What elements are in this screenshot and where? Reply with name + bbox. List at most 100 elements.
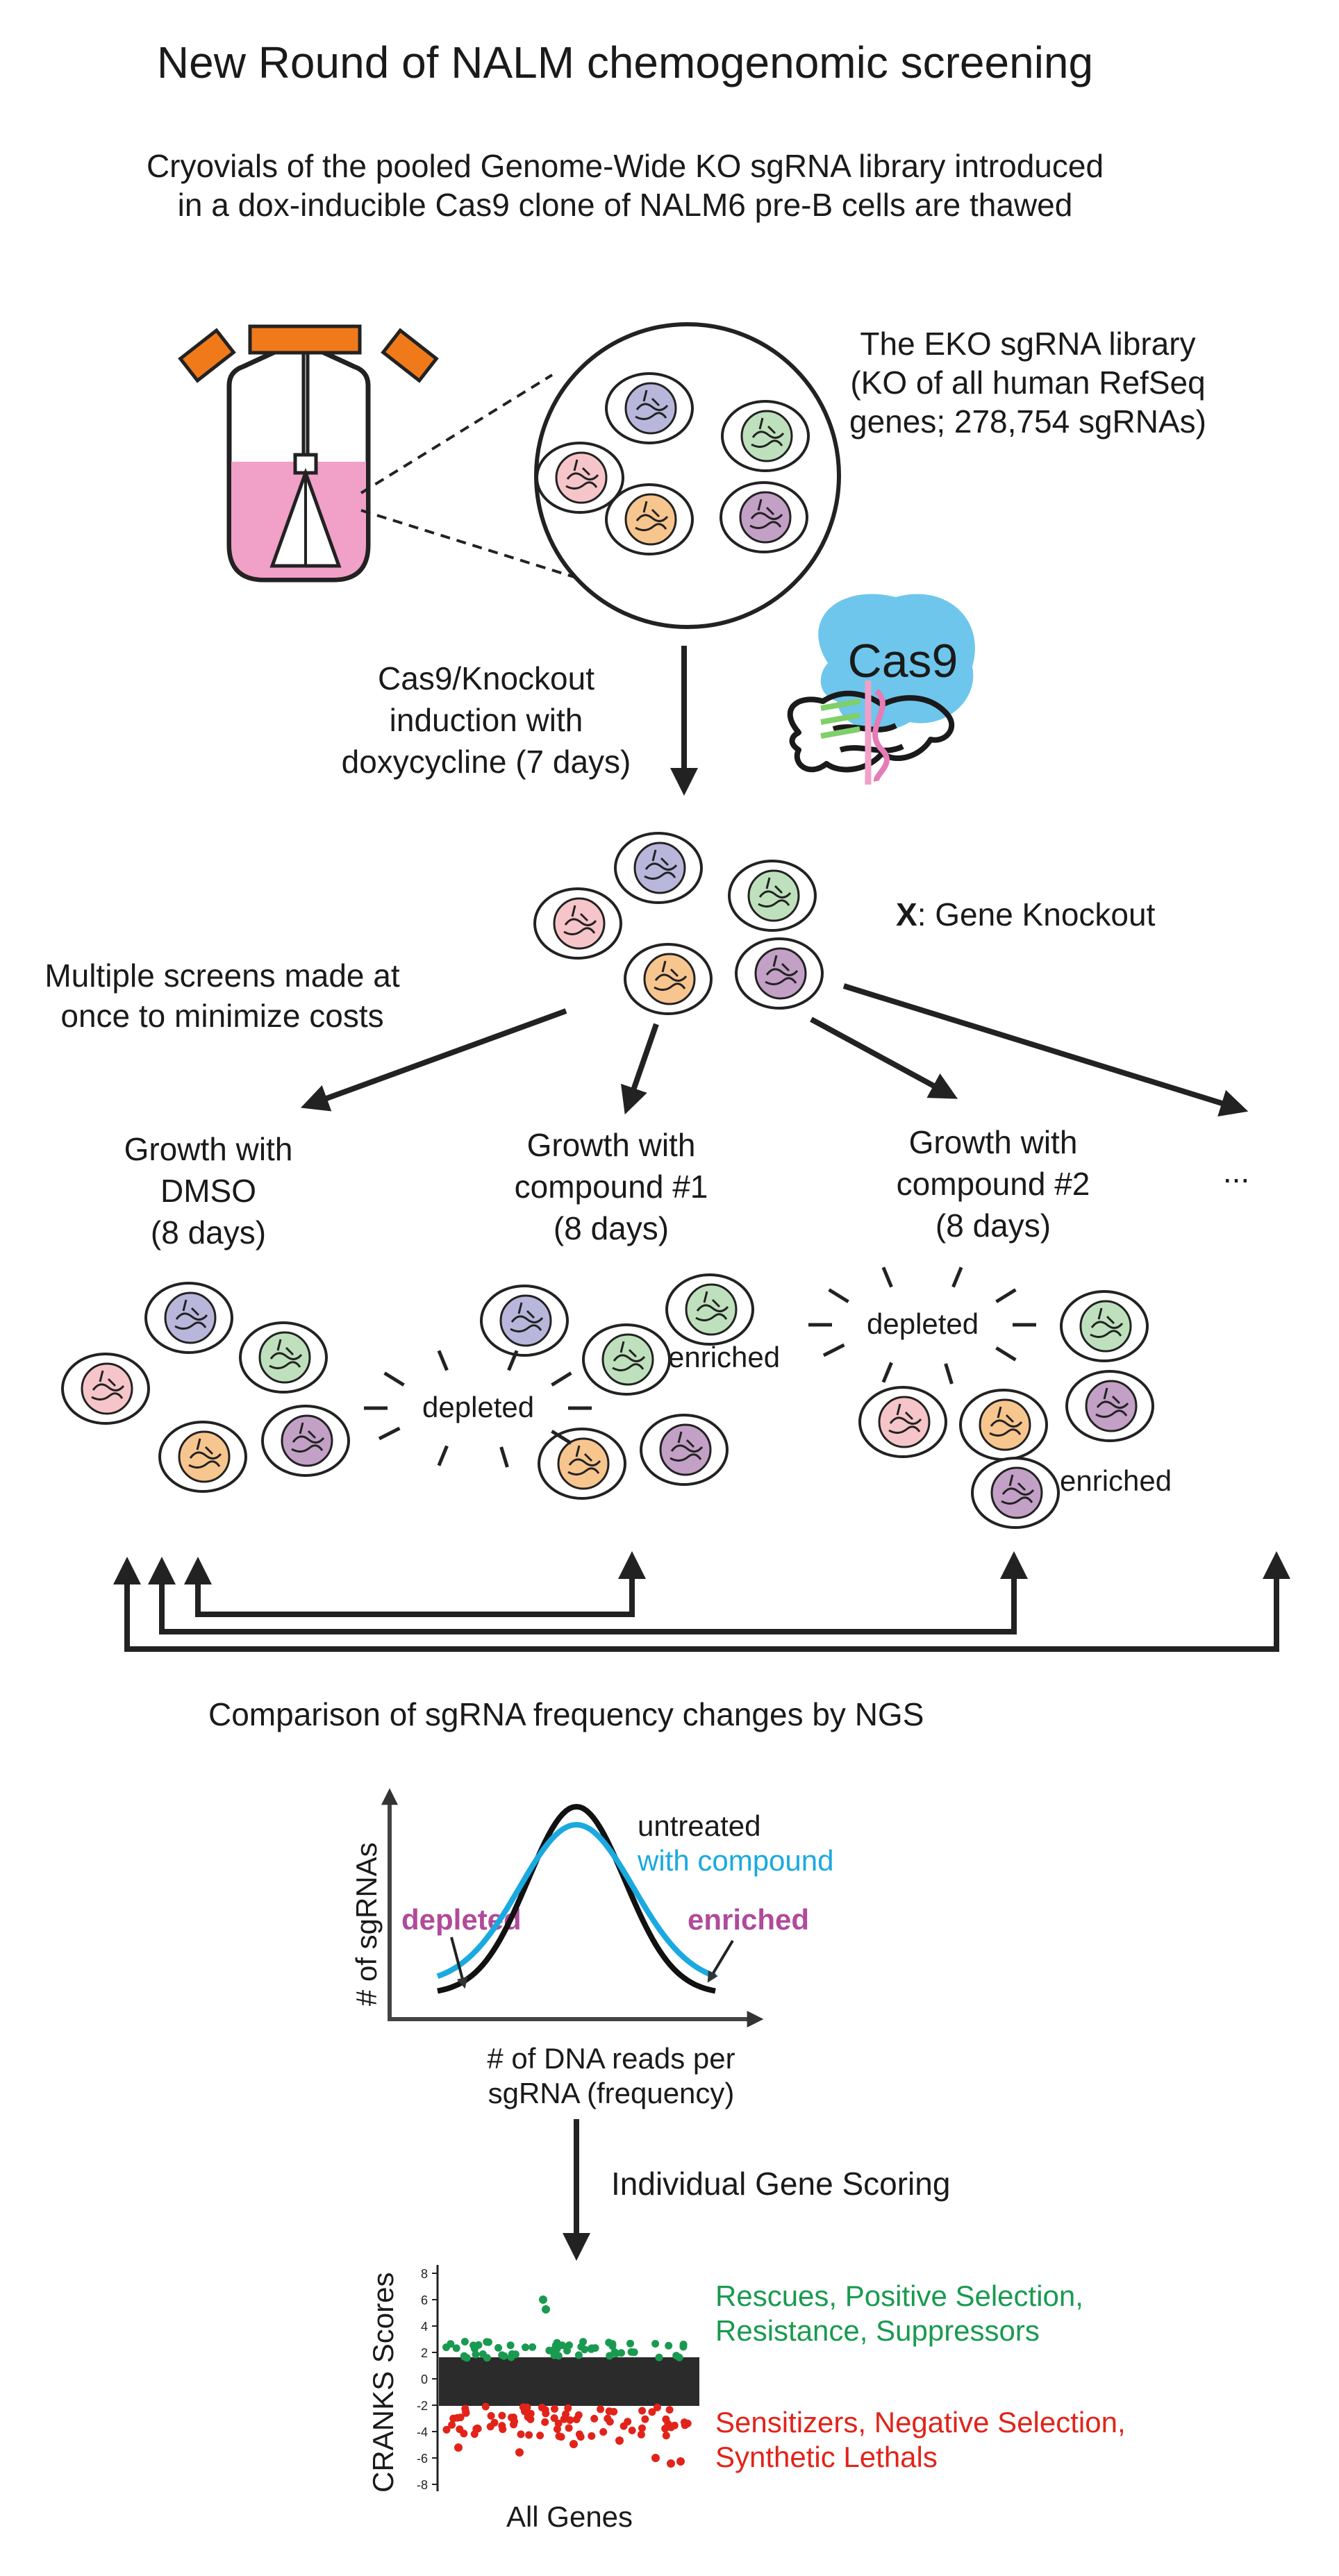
positive-gene-point: [483, 2354, 491, 2362]
positive-gene-point: [679, 2341, 688, 2348]
negative-gene-point: [648, 2408, 656, 2416]
intro-line-2: in a dox-inducible Cas9 clone of NALM6 p…: [177, 187, 1073, 223]
dmso-cell-4: [261, 1405, 350, 1477]
negative-gene-point: [599, 2428, 608, 2436]
condition-compound1-line-2: compound #1: [514, 1169, 708, 1205]
depleted-label-1: depleted: [422, 1391, 535, 1423]
positive-gene-point: [474, 2341, 483, 2349]
negative-gene-point: [653, 2403, 661, 2411]
negative-gene-point: [486, 2423, 494, 2431]
negative-gene-point: [526, 2415, 535, 2423]
negative-gene-point: [523, 2403, 531, 2411]
dmso-cell-1: [239, 1321, 328, 1394]
negative-gene-point: [470, 2430, 479, 2439]
negative-gene-point: [575, 2430, 583, 2439]
library-line-2: (KO of all human RefSeq: [850, 365, 1206, 401]
condition-compound2-line-2: compound #2: [896, 1166, 1090, 1202]
negative-gene-point: [462, 2407, 470, 2416]
positive-gene-point: [479, 2350, 487, 2358]
positive-gene-point: [675, 2353, 683, 2361]
positive-gene-point: [612, 2350, 620, 2358]
negative-gene-point: [550, 2414, 558, 2423]
positive-gene-point: [610, 2348, 619, 2356]
negative-gene-point: [588, 2432, 596, 2440]
library-zoom-circle: [360, 322, 841, 629]
positive-gene-point: [655, 2353, 663, 2361]
condition-dmso-line-3: (8 days): [150, 1214, 267, 1251]
negative-gene-point: [555, 2432, 563, 2441]
positive-gene-point: [608, 2340, 617, 2348]
negative-gene-point: [481, 2402, 490, 2411]
negative-gene-point: [667, 2423, 675, 2432]
scoring-label: Individual Gene Scoring: [611, 2166, 951, 2202]
library-line-1: The EKO sgRNA library: [860, 326, 1196, 362]
positive-gene-point: [550, 2351, 558, 2359]
positive-gene-point: [591, 2344, 599, 2352]
arrow-to-compound1: [620, 1023, 659, 1115]
negative-gene-point: [509, 2414, 517, 2421]
library-cell-2: [535, 442, 624, 514]
cranks-ylabel: CRANKS Scores: [366, 2272, 399, 2493]
page-title: New Round of NALM chemogenomic screening: [156, 37, 1094, 87]
condition-dmso-line-1: Growth with: [124, 1131, 293, 1167]
negative-gene-point: [560, 2415, 568, 2423]
positive-gene-point: [565, 2341, 573, 2350]
negative-line-1: Sensitizers, Negative Selection,: [715, 2406, 1126, 2439]
positive-gene-point: [511, 2350, 519, 2359]
dmso-cell-3: [158, 1421, 247, 1493]
library-cell-1: [721, 400, 810, 472]
positive-gene-point: [550, 2345, 558, 2354]
negative-gene-point: [515, 2448, 524, 2457]
positive-gene-point: [460, 2352, 469, 2361]
negative-gene-point: [541, 2418, 549, 2426]
dmso-cell-2: [61, 1353, 150, 1425]
cranks-xlabel: All Genes: [506, 2500, 633, 2533]
distribution-xlabel-1: # of DNA reads per: [487, 2042, 735, 2075]
positive-gene-point: [469, 2341, 478, 2350]
knockout-symbol: X: [896, 896, 917, 932]
distribution-depleted: depleted: [401, 1903, 522, 1936]
negative-gene-point: [508, 2414, 515, 2422]
cranks-tick-label: 0: [421, 2373, 428, 2386]
positive-gene-point: [507, 2353, 515, 2361]
negative-gene-point: [536, 2432, 544, 2440]
positive-gene-point: [500, 2352, 508, 2360]
negative-gene-point: [541, 2406, 549, 2414]
negative-gene-point: [564, 2404, 572, 2412]
negative-gene-point: [454, 2414, 462, 2422]
negative-gene-point: [524, 2413, 532, 2421]
negative-gene-point: [681, 2421, 689, 2429]
cranks-tick-label: -8: [417, 2478, 428, 2492]
negative-gene-point: [521, 2407, 529, 2416]
condition-compound2-line-1: Growth with: [908, 1124, 1078, 1160]
knockout-text: : Gene Knockout: [917, 896, 1156, 932]
negative-gene-point: [572, 2416, 581, 2423]
negative-gene-point: [615, 2436, 624, 2445]
cranks-tick-label: 6: [421, 2293, 428, 2307]
negative-gene-point: [474, 2424, 481, 2432]
negative-gene-point: [667, 2459, 675, 2468]
multiple-line-1: Multiple screens made at: [44, 957, 400, 994]
positive-gene-point: [553, 2339, 561, 2347]
negative-gene-point: [606, 2418, 614, 2426]
negative-gene-point: [448, 2420, 456, 2429]
positive-gene-point: [539, 2295, 547, 2304]
positive-gene-point: [679, 2343, 688, 2351]
positive-gene-point: [484, 2338, 492, 2346]
negative-gene-point: [460, 2429, 468, 2438]
negative-gene-point: [525, 2431, 533, 2439]
cas9-label: Cas9: [848, 635, 958, 687]
legend-untreated: untreated: [638, 1809, 761, 1842]
negative-gene-point: [619, 2422, 628, 2430]
negative-gene-point: [538, 2403, 546, 2411]
positive-gene-point: [588, 2344, 596, 2352]
positive-gene-point: [529, 2343, 537, 2351]
negative-gene-point: [662, 2432, 670, 2440]
negative-gene-point: [462, 2409, 470, 2417]
negative-gene-point: [449, 2414, 458, 2423]
negative-gene-point: [499, 2425, 507, 2434]
negative-gene-point: [542, 2409, 550, 2418]
depleted-label-2: depleted: [867, 1307, 979, 1340]
positive-gene-point: [672, 2352, 681, 2360]
